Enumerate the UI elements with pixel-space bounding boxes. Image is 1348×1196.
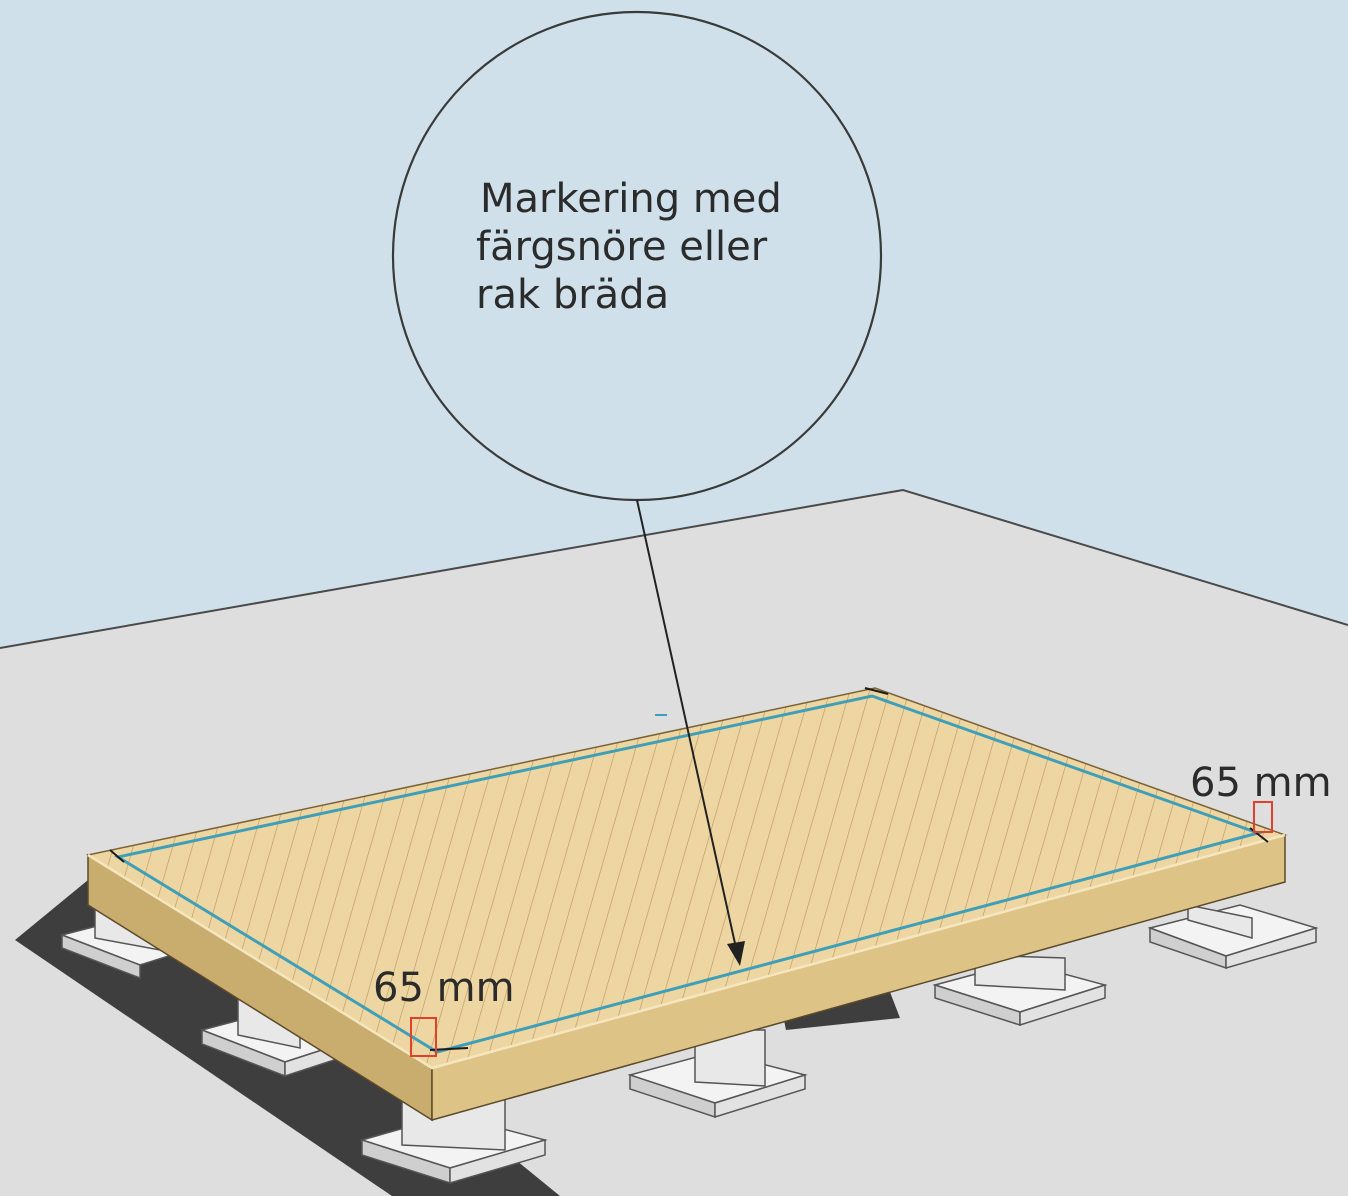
dimension-label-right: 65 mm (1190, 760, 1332, 806)
footing (627, 1029, 808, 1119)
footing (932, 954, 1108, 1027)
callout-line-3: rak bräda (476, 272, 670, 318)
dimension-marker-left (410, 1017, 437, 1057)
callout-arrowhead (727, 941, 745, 966)
deck-edge-highlight (87, 833, 1286, 1070)
footing (1147, 904, 1319, 970)
horizon-line (0, 488, 1348, 649)
dimension-label-left: 65 mm (373, 965, 515, 1011)
callout-line-1: Markering med (480, 176, 782, 222)
callout-line-2: färgsnöre eller (476, 224, 768, 270)
dimension-marker-right (1253, 801, 1273, 833)
callout-leader-line (636, 499, 737, 949)
